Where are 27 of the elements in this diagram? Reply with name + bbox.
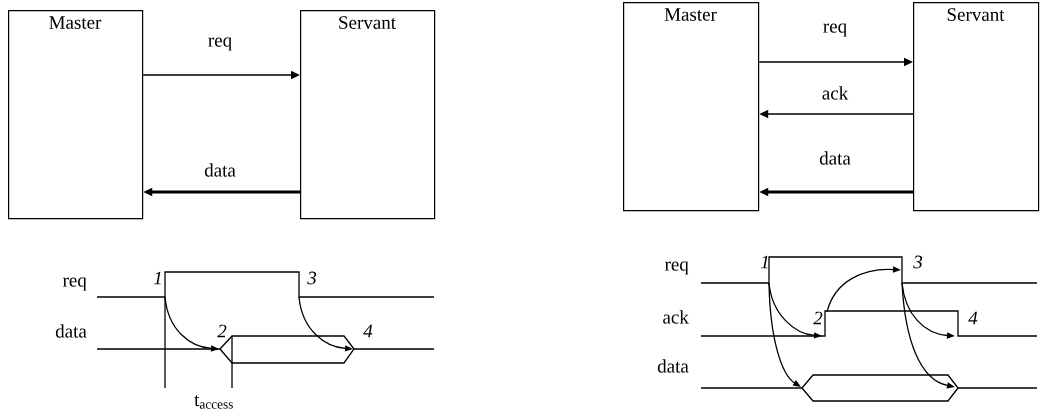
block-box [8, 10, 144, 220]
edge-label: req [821, 22, 849, 38]
box-title: Master [664, 8, 717, 21]
signal-name: req [664, 261, 689, 275]
block-box [623, 2, 760, 212]
box-title: Master [49, 16, 102, 29]
edge-label: data [203, 162, 237, 178]
edge-label: req [206, 36, 234, 52]
signal-name: data [55, 324, 87, 338]
event-number: 1 [760, 255, 768, 269]
box-title: Servant [947, 8, 1005, 21]
block-box [913, 2, 1040, 212]
box-title: Servant [339, 16, 396, 29]
event-number: 4 [968, 311, 978, 325]
time-label: t$_{access}$ [194, 395, 233, 409]
event-number: 2 [813, 311, 823, 325]
edge-label: ack [820, 85, 850, 101]
event-number: 1 [153, 271, 161, 285]
edge-label: data [818, 150, 852, 166]
event-number: 4 [363, 324, 373, 338]
signal-name: ack [663, 310, 689, 324]
event-number: 2 [217, 324, 227, 338]
event-number: 3 [307, 271, 317, 285]
signal-name: data [657, 359, 689, 373]
block-box [300, 10, 436, 220]
signal-name: req [62, 277, 87, 291]
event-number: 3 [913, 255, 923, 269]
